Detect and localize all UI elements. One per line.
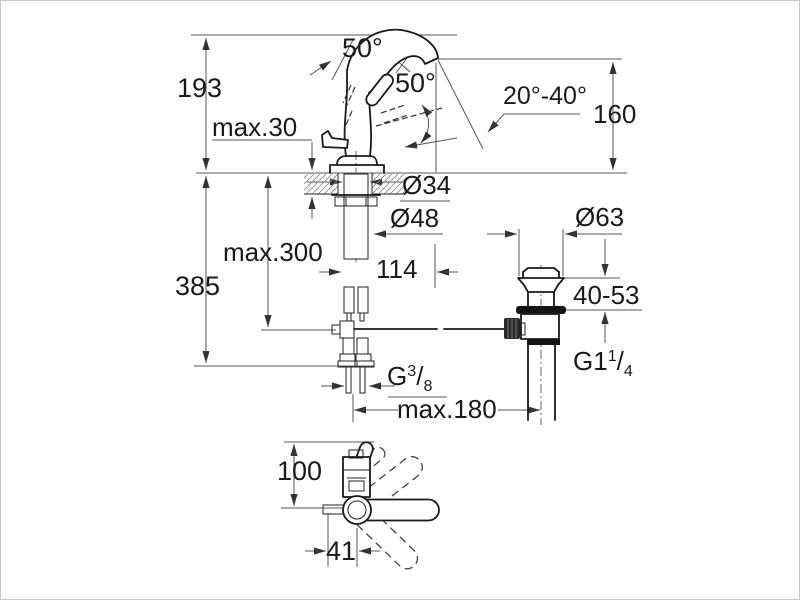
- dim-label-waste-thread: G11/4: [573, 346, 633, 380]
- dim-label-shank-dia: Ø34: [402, 170, 452, 200]
- dim-label-max-reach: max.180: [397, 394, 497, 424]
- dim-label-clamping-range: 40-53: [573, 280, 640, 310]
- dim-label-height-below: 385: [175, 271, 221, 301]
- mounting-section: [304, 173, 508, 394]
- dim-label-waste-dia: Ø63: [575, 202, 625, 232]
- faucet-plan-view: [322, 441, 440, 570]
- dim-label-spray-angle: 20°-40°: [503, 82, 587, 110]
- dim-label-plan-offset: 41: [326, 536, 357, 566]
- dim-label-base-dia: Ø48: [390, 203, 440, 233]
- drain-assembly: [504, 267, 566, 421]
- faucet-side-view: [321, 28, 439, 174]
- dim-label-outlet-height: 160: [593, 99, 637, 129]
- dim-label-supply-thread: G3/8: [387, 361, 433, 395]
- dim-label-overall-height: 193: [177, 73, 223, 103]
- dim-label-max-depth: max.300: [223, 237, 323, 267]
- dim-label-projection: 114: [376, 254, 418, 284]
- dim-label-plan-depth: 100: [277, 456, 323, 486]
- dim-label-lever-angle: 50°: [342, 33, 383, 63]
- dim-label-max-counter: max.30: [212, 112, 298, 142]
- dim-label-spout-angle: 50°: [395, 68, 436, 98]
